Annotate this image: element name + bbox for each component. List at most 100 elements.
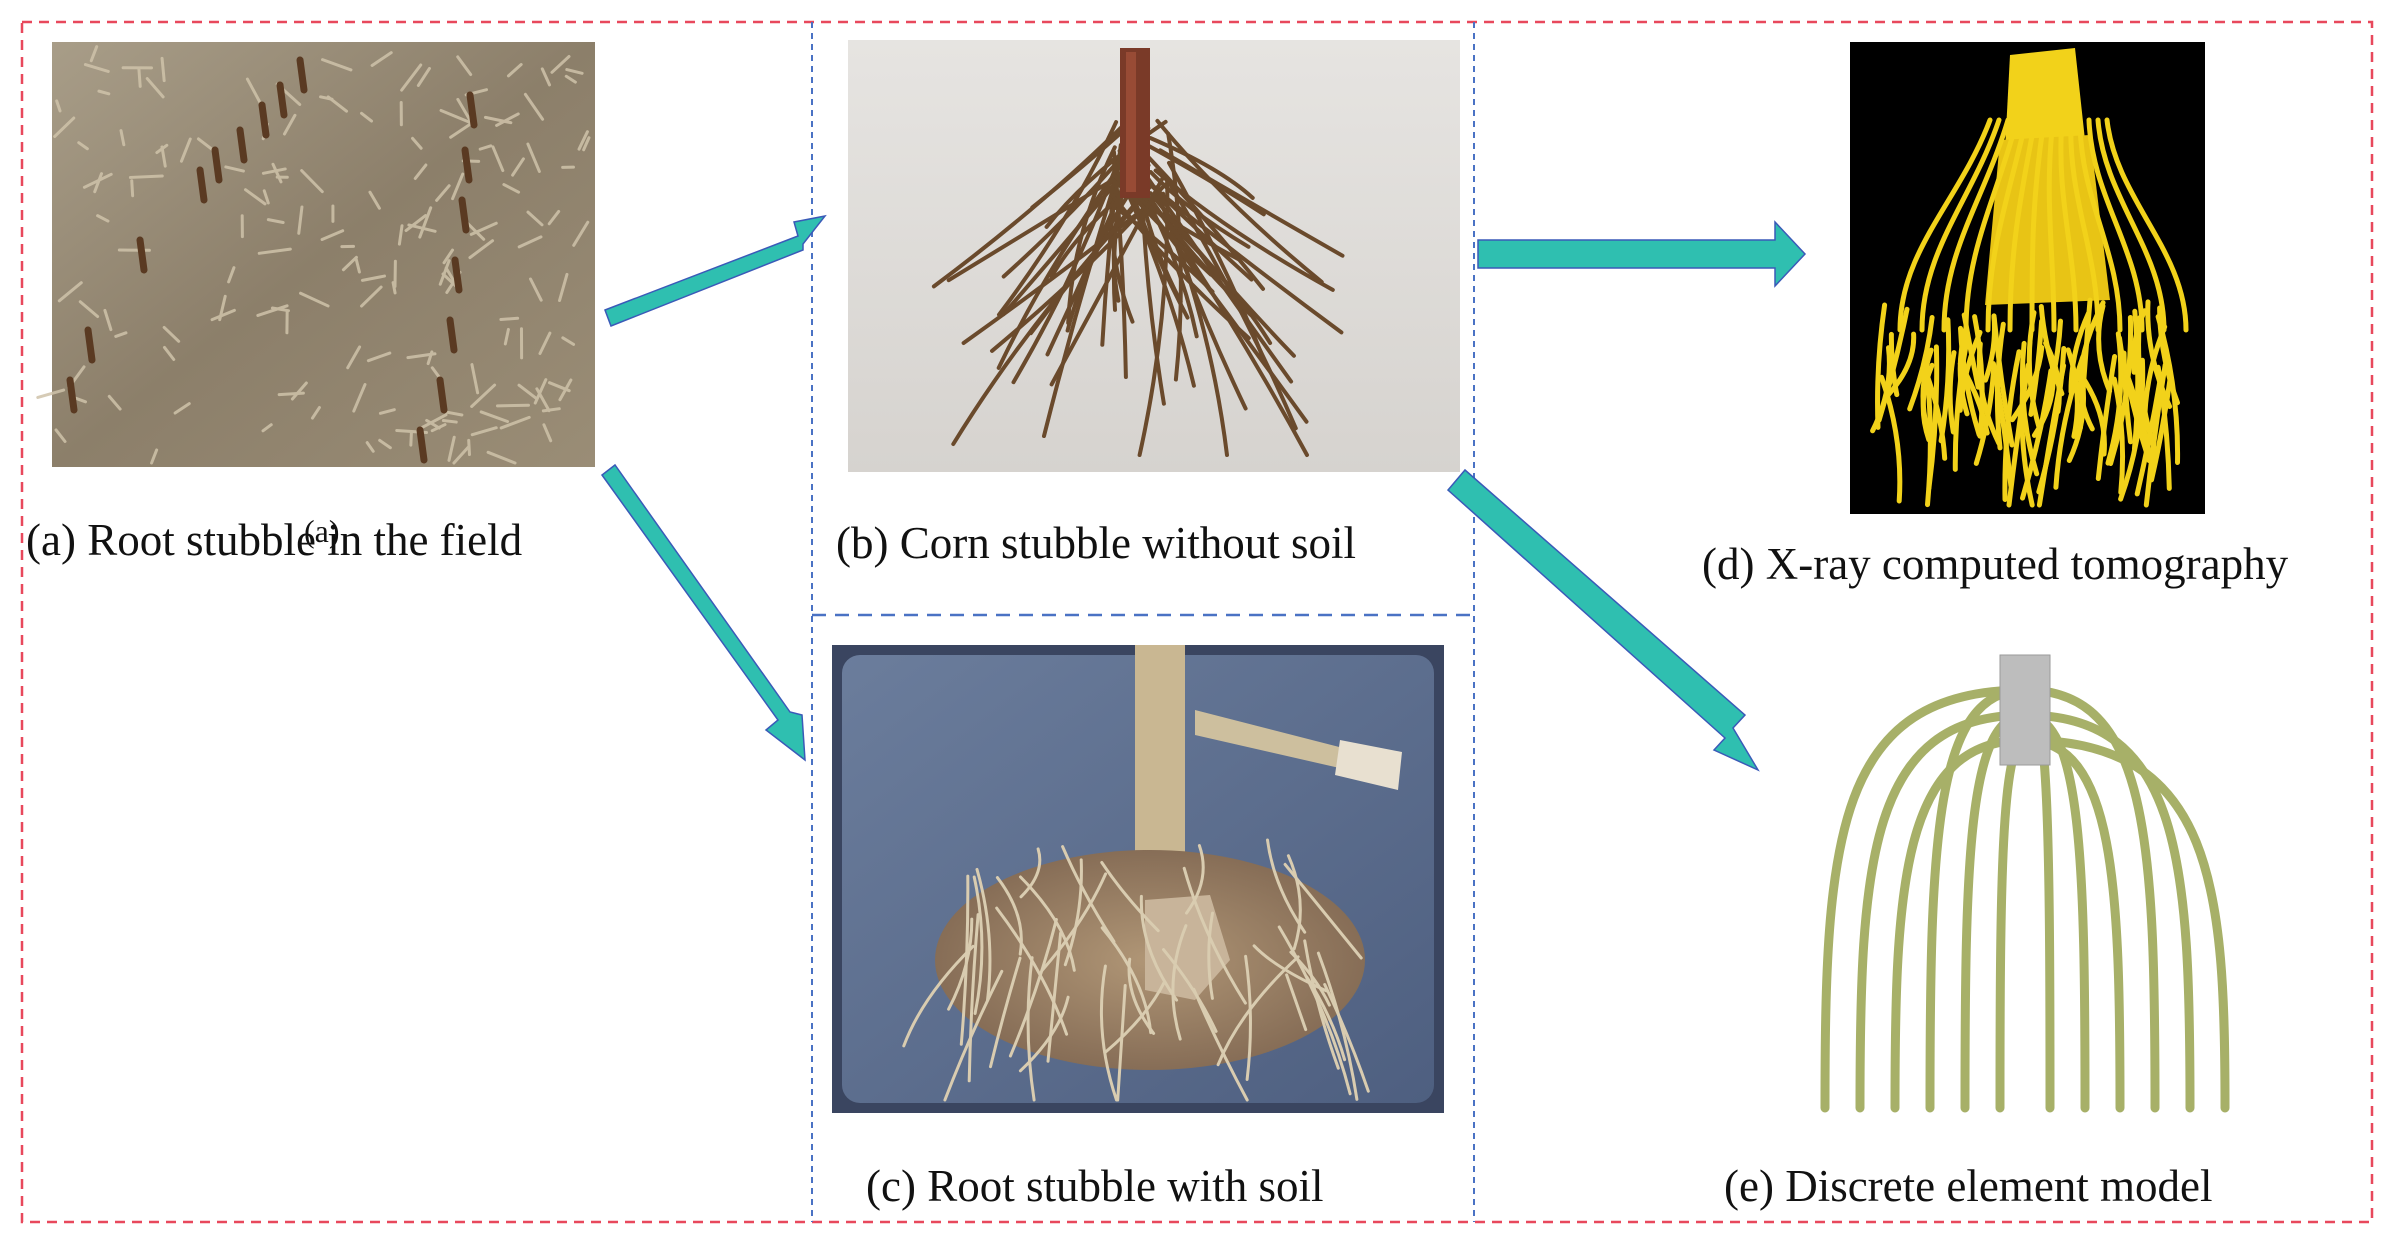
dem-root: [2020, 735, 2125, 1113]
ct-fine-root: [2028, 318, 2045, 417]
ct-main-root: [1963, 117, 2020, 333]
straw: [478, 144, 493, 151]
ct-fine-root: [1947, 350, 1957, 435]
ct-fine-root: [2096, 303, 2113, 394]
root: [931, 122, 1127, 289]
straw: [535, 387, 551, 413]
stubble-stem: [196, 166, 208, 204]
stubble-stem: [66, 376, 78, 414]
straw: [499, 316, 520, 321]
ct-fine-root: [2020, 368, 2054, 501]
ct-fine-root: [1885, 331, 1917, 398]
straw: [270, 306, 290, 313]
right-arrow-icon: [1477, 220, 1807, 288]
stubble-stem: [84, 326, 96, 364]
ct-main-root: [1941, 117, 2011, 333]
straw: [538, 331, 552, 356]
straw: [397, 224, 404, 246]
straw: [447, 435, 456, 462]
root: [1026, 956, 1036, 1102]
ct-fine-root: [1952, 335, 1970, 472]
straw: [526, 142, 541, 173]
straw: [36, 388, 66, 399]
straw: [93, 172, 104, 194]
straw: [224, 165, 245, 173]
ct-fine-root: [2142, 324, 2168, 433]
straw: [97, 89, 111, 96]
root: [1166, 131, 1183, 382]
outer-frame: [20, 20, 2374, 1224]
straw: [451, 172, 465, 201]
straw: [162, 325, 181, 343]
ct-fine-root: [2149, 377, 2173, 483]
right-arrow-icon: [600, 463, 806, 762]
straw: [526, 210, 544, 227]
straw: [499, 415, 531, 430]
straw: [103, 308, 113, 332]
straw: [378, 408, 396, 415]
root: [1116, 984, 1127, 1102]
root: [1285, 973, 1308, 1032]
ct-main-root: [2104, 117, 2189, 333]
ct-main-root: [1897, 117, 1993, 333]
straw: [442, 248, 455, 265]
straw: [297, 205, 304, 235]
straw: [456, 55, 473, 77]
straw: [366, 351, 392, 363]
arrows: [600, 214, 1807, 772]
straw: [416, 66, 431, 87]
straw: [370, 51, 393, 67]
straw: [470, 383, 497, 408]
straw: [261, 423, 273, 433]
root: [1192, 987, 1249, 1102]
straw: [435, 184, 451, 202]
straw: [449, 121, 473, 139]
root: [961, 191, 1166, 345]
root: [1063, 858, 1083, 967]
root: [1152, 202, 1309, 457]
straw: [210, 308, 236, 322]
straw: [179, 137, 192, 163]
root: [902, 944, 975, 1048]
root: [972, 875, 984, 1015]
root: [975, 867, 992, 1002]
stubble-stem: [458, 196, 470, 234]
straw: [495, 403, 530, 408]
straw: [491, 145, 505, 173]
straw: [57, 281, 83, 303]
straw: [256, 304, 289, 317]
dem-root: [1960, 710, 2030, 1113]
straw: [495, 112, 520, 127]
straw: [173, 402, 191, 415]
straw: [55, 99, 62, 113]
ct-fine-root: [2080, 375, 2107, 457]
straw: [540, 67, 552, 87]
root: [1323, 983, 1370, 1093]
root: [1019, 847, 1042, 899]
straw: [321, 58, 353, 72]
straw: [517, 235, 543, 249]
root: [1134, 142, 1265, 291]
photo-field: [36, 42, 595, 467]
straw: [266, 218, 285, 225]
straw: [577, 130, 589, 151]
ct-fine-root: [1876, 306, 1910, 423]
straw: [119, 129, 126, 147]
straw: [502, 183, 521, 194]
ct-fine-root: [2068, 310, 2091, 395]
stubble-stem: [258, 101, 270, 139]
root: [1155, 118, 1324, 284]
straw: [107, 394, 122, 411]
ct-fine-root: [1875, 302, 1888, 430]
root: [947, 917, 974, 1011]
straw: [365, 441, 375, 453]
ct-fine-root: [2155, 364, 2172, 491]
stubble-stem: [211, 146, 223, 184]
ct-main-root: [1985, 117, 2029, 333]
ct-fine-root: [2044, 318, 2063, 406]
right-arrow-icon: [604, 214, 827, 327]
ct-fine-root: [2002, 349, 2022, 502]
straw: [550, 55, 571, 74]
ct-main-root: [2095, 117, 2167, 333]
